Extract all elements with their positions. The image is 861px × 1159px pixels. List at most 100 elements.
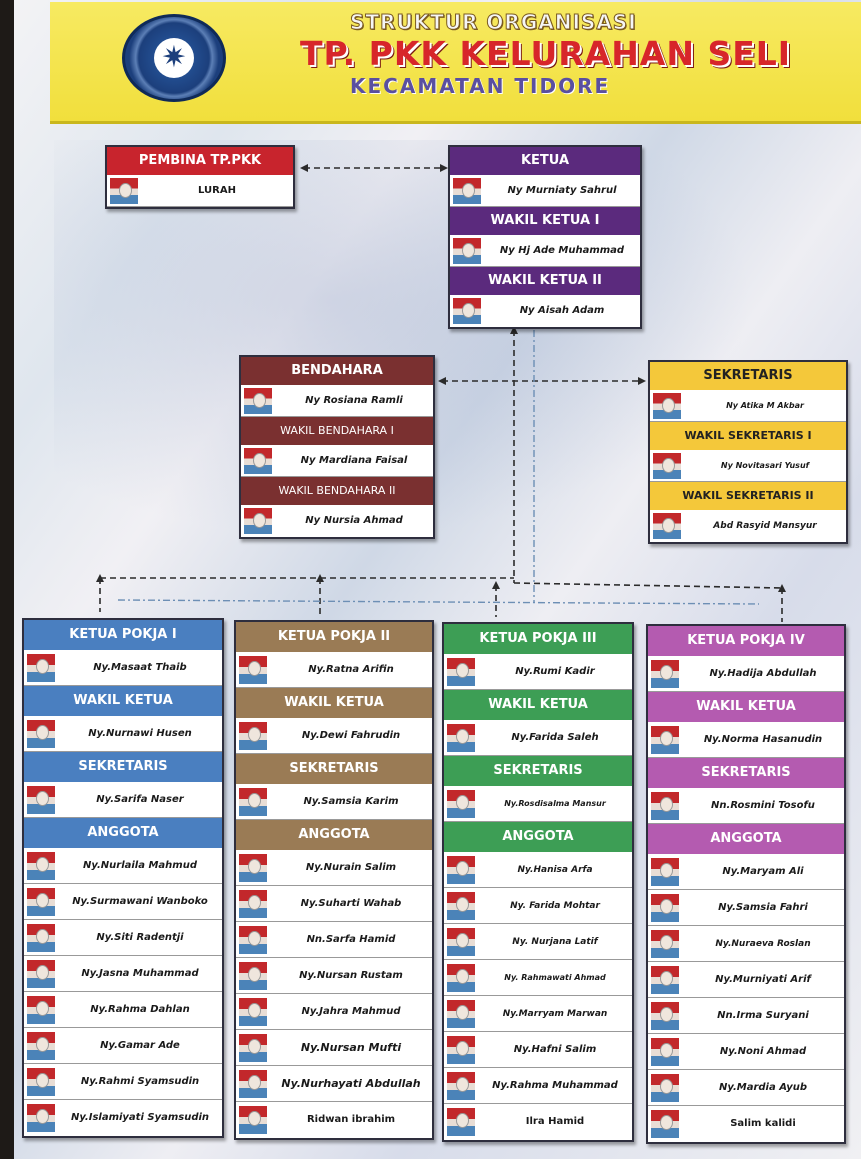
member-photo [238, 721, 268, 751]
member-photo [26, 653, 56, 683]
pokja-1-sekretaris-row: Ny.Sarifa Naser [24, 782, 222, 818]
pokja-2-anggota-name: Ny.Nurain Salim [305, 862, 397, 873]
pokja-2-column: KETUA POKJA II Ny.Ratna Arifin WAKIL KET… [234, 620, 434, 1140]
member-photo [446, 927, 476, 957]
member-photo [238, 655, 268, 685]
wakil-sekretaris-1-name: Ny Novitasari Yusuf [720, 461, 810, 470]
member-photo [446, 657, 476, 687]
sekretaris-row: Ny Atika M Akbar [650, 390, 846, 422]
arrow-left-icon [438, 377, 446, 385]
pokja-3-anggota-name: Ny. Nurjana Latif [512, 937, 598, 947]
pokja-4-anggota-row: Ny.Noni Ahmad [648, 1034, 844, 1070]
pembina-title: PEMBINA TP.PKK [107, 147, 293, 175]
pokja-4-anggota-name: Ny.Nuraeva Roslan [715, 939, 811, 949]
pokja-1-anggota-name: Ny.Jasna Muhammad [81, 968, 199, 979]
member-photo [238, 997, 268, 1027]
member-photo [452, 297, 482, 325]
ketua-name: Ny Murniaty Sahrul [507, 185, 617, 196]
pokja-1-wakil-name: Ny.Nurnawi Husen [88, 728, 192, 739]
header-line3: KECAMATAN TIDORE [350, 74, 611, 98]
pokja-2-sekretaris-row: Ny.Samsia Karim [236, 784, 432, 820]
member-photo [26, 785, 56, 815]
arrow-right-icon [440, 164, 448, 172]
pokja-1-anggota-name: Ny.Nurlaila Mahmud [83, 860, 197, 871]
pokja-2-anggota-title: ANGGOTA [236, 820, 432, 850]
pokja-4-anggota-name: Ny.Maryam Ali [722, 866, 804, 877]
wakil-ketua-1-title: WAKIL KETUA I [450, 207, 640, 235]
member-photo [446, 855, 476, 885]
pokja-4-anggota-name: Ny.Mardia Ayub [718, 1082, 808, 1093]
pembina-name: LURAH [198, 185, 236, 196]
member-photo [243, 447, 273, 475]
member-photo [650, 965, 680, 995]
pokja-4-sekretaris-name: Nn.Rosmini Tosofu [711, 800, 815, 811]
pokja-1-anggota-row: Ny.Islamiyati Syamsudin [24, 1100, 222, 1136]
pokja-4-sekretaris-row: Nn.Rosmini Tosofu [648, 788, 844, 824]
member-photo [26, 959, 56, 989]
pokja-4-ketua-row: Ny.Hadija Abdullah [648, 656, 844, 692]
pokja-2-anggota-row: Ny.Nursan Mufti [236, 1030, 432, 1066]
pokja-1-anggota-name: Ny.Surmawani Wanboko [72, 896, 208, 907]
member-photo [446, 963, 476, 993]
member-photo [452, 177, 482, 205]
bendahara-row: Ny Rosiana Ramli [241, 385, 433, 417]
pokja-1-anggota-row: Ny.Gamar Ade [24, 1028, 222, 1064]
pokja-2-anggota-row: Ny.Jahra Mahmud [236, 994, 432, 1030]
pokja-1-anggota-name: Ny.Rahmi Syamsudin [80, 1076, 200, 1087]
arrow-up-icon [96, 574, 104, 582]
member-photo [243, 507, 273, 535]
pokja-4-anggota-title: ANGGOTA [648, 824, 844, 854]
member-photo [652, 452, 682, 480]
pokja-4-column: KETUA POKJA IV Ny.Hadija Abdullah WAKIL … [646, 624, 846, 1144]
pokja-3-anggota-title: ANGGOTA [444, 822, 632, 852]
pkk-logo: ✷ [122, 14, 226, 102]
pokja-1-wakil-title: WAKIL KETUA [24, 686, 222, 716]
pokja-3-column: KETUA POKJA III Ny.Rumi Kadir WAKIL KETU… [442, 622, 634, 1142]
pokja-3-anggota-name: Ny.Hanisa Arfa [517, 865, 593, 875]
pokja-1-anggota-name: Ny.Gamar Ade [100, 1040, 180, 1051]
member-photo [26, 923, 56, 953]
pokja-3-anggota-name: Ilra Hamid [525, 1116, 585, 1127]
pokja-2-anggota-name: Ny.Nurhayati Abdullah [281, 1077, 421, 1090]
pokja-4-ketua-title: KETUA POKJA IV [648, 626, 844, 656]
pokja-2-ketua-row: Ny.Ratna Arifin [236, 652, 432, 688]
wakil-sekretaris-2-title: WAKIL SEKRETARIS II [650, 482, 846, 510]
pokja-3-anggota-row: Ny. Nurjana Latif [444, 924, 632, 960]
pokja-1-anggota-row: Ny.Jasna Muhammad [24, 956, 222, 992]
member-photo [238, 925, 268, 955]
pokja-3-anggota-row: Ny.Hafni Salim [444, 1032, 632, 1068]
pokja-2-anggota-row: Ny.Nursan Rustam [236, 958, 432, 994]
pokja-2-anggota-name: Ny.Nursan Rustam [299, 970, 403, 981]
arrow-up-icon [316, 574, 324, 582]
pokja-2-anggota-row: Nn.Sarfa Hamid [236, 922, 432, 958]
pokja-4-wakil-name: Ny.Norma Hasanudin [703, 734, 823, 745]
pokja-3-anggota-name: Ny. Rahmawati Ahmad [504, 973, 606, 982]
wakil-ketua-2-name: Ny Aisah Adam [519, 305, 605, 316]
pokja-1-ketua-name: Ny.Masaat Thaib [93, 662, 187, 673]
member-photo [238, 961, 268, 991]
wakil-sekretaris-2-name: Abd Rasyid Mansyur [713, 521, 817, 531]
pokja-3-sekretaris-row: Ny.Rosdisalma Mansur [444, 786, 632, 822]
pokja-4-sekretaris-title: SEKRETARIS [648, 758, 844, 788]
member-photo [446, 1071, 476, 1101]
pokja-3-wakil-name: Ny.Farida Saleh [511, 732, 599, 743]
pokja-3-ketua-row: Ny.Rumi Kadir [444, 654, 632, 690]
pokja-1-anggota-row: Ny.Rahma Dahlan [24, 992, 222, 1028]
member-photo [452, 237, 482, 265]
arrow-up-icon [778, 584, 786, 592]
pokja-2-anggota-row: Ny.Suharti Wahab [236, 886, 432, 922]
arrow-up-icon [492, 581, 500, 589]
member-photo [446, 789, 476, 819]
pokja-4-anggota-row: Ny.Nuraeva Roslan [648, 926, 844, 962]
member-photo [446, 723, 476, 753]
member-photo [650, 1001, 680, 1031]
pokja-3-anggota-row: Ny. Rahmawati Ahmad [444, 960, 632, 996]
pokja-3-sekretaris-name: Ny.Rosdisalma Mansur [504, 799, 606, 808]
member-photo [650, 929, 680, 959]
pokja-3-ketua-name: Ny.Rumi Kadir [515, 666, 595, 677]
wakil-ketua-2-row: Ny Aisah Adam [450, 295, 640, 327]
member-photo [238, 889, 268, 919]
bendahara-title: BENDAHARA [241, 357, 433, 385]
member-photo [652, 512, 682, 540]
header-banner: ✷ STRUKTUR ORGANISASI TP. PKK KELURAHAN … [50, 2, 861, 124]
